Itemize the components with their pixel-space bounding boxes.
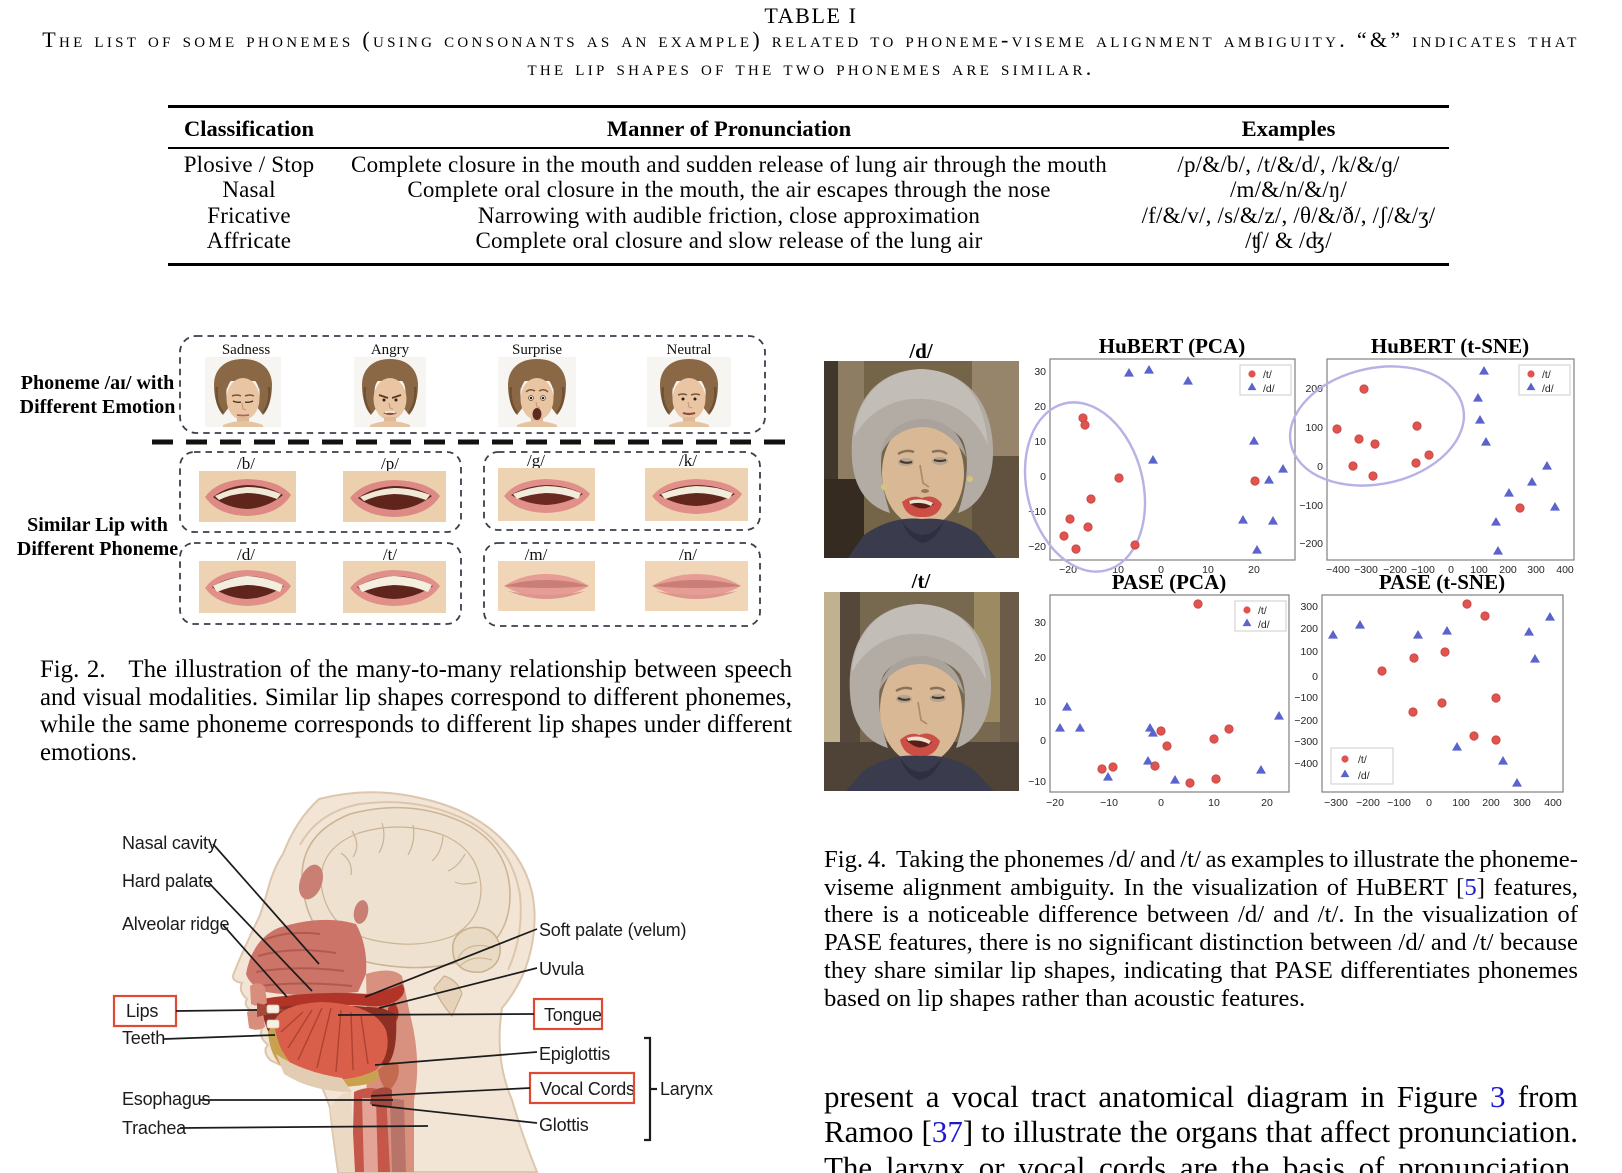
svg-text:20: 20 [1034,652,1046,664]
svg-text:−200: −200 [1299,538,1323,550]
svg-text:HuBERT (PCA): HuBERT (PCA) [1099,336,1245,358]
svg-text:300: 300 [1527,564,1545,576]
svg-text:−300: −300 [1324,797,1348,809]
svg-text:Nasal cavity: Nasal cavity [122,833,217,853]
svg-text:20: 20 [1248,564,1260,576]
svg-text:/k/: /k/ [679,451,697,470]
svg-text:0: 0 [1448,564,1454,576]
svg-text:Surprise: Surprise [512,342,562,358]
svg-text:−10: −10 [1028,776,1046,788]
svg-text:Epiglottis: Epiglottis [539,1044,610,1064]
svg-text:0: 0 [1312,671,1318,683]
svg-text:Lips: Lips [126,1001,158,1021]
svg-text:Larynx: Larynx [660,1079,713,1099]
svg-text:100: 100 [1300,646,1318,658]
svg-text:200: 200 [1300,623,1318,635]
svg-text:−400: −400 [1326,564,1350,576]
svg-text:/d/: /d/ [1263,383,1275,395]
svg-text:PASE (t-SNE): PASE (t-SNE) [1379,570,1505,594]
svg-text:−10: −10 [1100,797,1118,809]
svg-text:300: 300 [1513,797,1531,809]
svg-text:−200: −200 [1294,715,1318,727]
svg-text:/t/: /t/ [1263,369,1272,381]
svg-text:100: 100 [1470,564,1488,576]
svg-text:0: 0 [1317,461,1323,473]
svg-text:100: 100 [1305,422,1323,434]
svg-text:0: 0 [1158,797,1164,809]
svg-text:−20: −20 [1046,797,1064,809]
svg-text:HuBERT (t-SNE): HuBERT (t-SNE) [1371,336,1529,358]
svg-text:0: 0 [1426,797,1432,809]
svg-text:Teeth: Teeth [122,1028,165,1048]
svg-text:0: 0 [1040,735,1046,747]
svg-text:0: 0 [1040,471,1046,483]
svg-text:20: 20 [1261,797,1273,809]
svg-text:200: 200 [1305,383,1323,395]
svg-text:/d/: /d/ [908,339,934,363]
svg-text:−100: −100 [1387,797,1411,809]
svg-text:−100: −100 [1299,500,1323,512]
svg-text:−200: −200 [1383,564,1407,576]
svg-text:PASE (PCA): PASE (PCA) [1112,570,1227,594]
svg-text:/d/: /d/ [237,545,255,564]
svg-text:Alveolar ridge: Alveolar ridge [122,914,229,934]
svg-text:/t/: /t/ [1258,605,1267,617]
svg-text:/b/: /b/ [237,454,255,473]
svg-text:10: 10 [1034,436,1046,448]
svg-text:Neutral: Neutral [667,342,712,358]
svg-text:30: 30 [1034,617,1046,629]
svg-text:20: 20 [1034,401,1046,413]
svg-text:Vocal Cords: Vocal Cords [540,1079,635,1099]
svg-text:Angry: Angry [371,342,410,358]
svg-text:Glottis: Glottis [539,1115,589,1135]
svg-text:−10: −10 [1106,564,1124,576]
svg-text:10: 10 [1034,696,1046,708]
svg-text:/t/: /t/ [383,545,397,564]
svg-text:−300: −300 [1294,736,1318,748]
svg-text:Uvula: Uvula [539,959,585,979]
svg-text:Trachea: Trachea [122,1118,187,1138]
svg-text:−300: −300 [1354,564,1378,576]
svg-text:/t/: /t/ [1542,369,1551,381]
svg-text:Tongue: Tongue [544,1005,602,1025]
svg-text:/t/: /t/ [1358,754,1367,766]
svg-text:−200: −200 [1356,797,1380,809]
svg-text:400: 400 [1544,797,1562,809]
svg-text:200: 200 [1499,564,1517,576]
svg-text:/d/: /d/ [1542,383,1554,395]
svg-text:0: 0 [1158,564,1164,576]
svg-text:/d/: /d/ [1358,770,1370,782]
svg-text:10: 10 [1208,797,1220,809]
svg-text:/p/: /p/ [381,454,399,473]
svg-text:400: 400 [1556,564,1574,576]
svg-text:200: 200 [1482,797,1500,809]
svg-text:−100: −100 [1294,692,1318,704]
svg-text:/d/: /d/ [1258,619,1270,631]
svg-text:300: 300 [1300,601,1318,613]
svg-text:Esophagus: Esophagus [122,1089,210,1109]
svg-text:/g/: /g/ [527,451,545,470]
svg-text:Hard palate: Hard palate [122,871,213,891]
svg-text:−100: −100 [1411,564,1435,576]
svg-text:−400: −400 [1294,758,1318,770]
svg-text:Soft palate (velum): Soft palate (velum) [539,920,686,940]
svg-text:/m/: /m/ [525,545,548,564]
svg-text:/t/: /t/ [911,569,932,593]
svg-text:10: 10 [1202,564,1214,576]
svg-text:Sadness: Sadness [222,342,270,358]
svg-text:30: 30 [1034,366,1046,378]
svg-text:−20: −20 [1028,541,1046,553]
svg-text:/n/: /n/ [679,545,697,564]
svg-text:−20: −20 [1059,564,1077,576]
svg-text:100: 100 [1452,797,1470,809]
